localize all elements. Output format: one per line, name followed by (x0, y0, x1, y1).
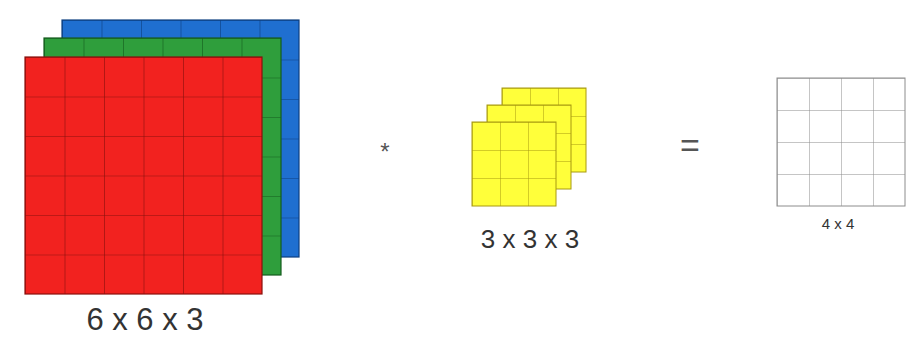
convolution-operator: * (380, 140, 389, 164)
output-dimension: 4 x 4 (822, 216, 855, 231)
filter-layer (472, 122, 556, 206)
output-grid (777, 78, 905, 206)
equals-sign: = (680, 128, 700, 162)
input-volume (25, 20, 299, 294)
red-channel (25, 57, 262, 294)
filter-dimension: 3 x 3 x 3 (481, 226, 579, 252)
filter-volume (472, 88, 586, 206)
input-dimension: 6 x 6 x 3 (86, 304, 203, 335)
